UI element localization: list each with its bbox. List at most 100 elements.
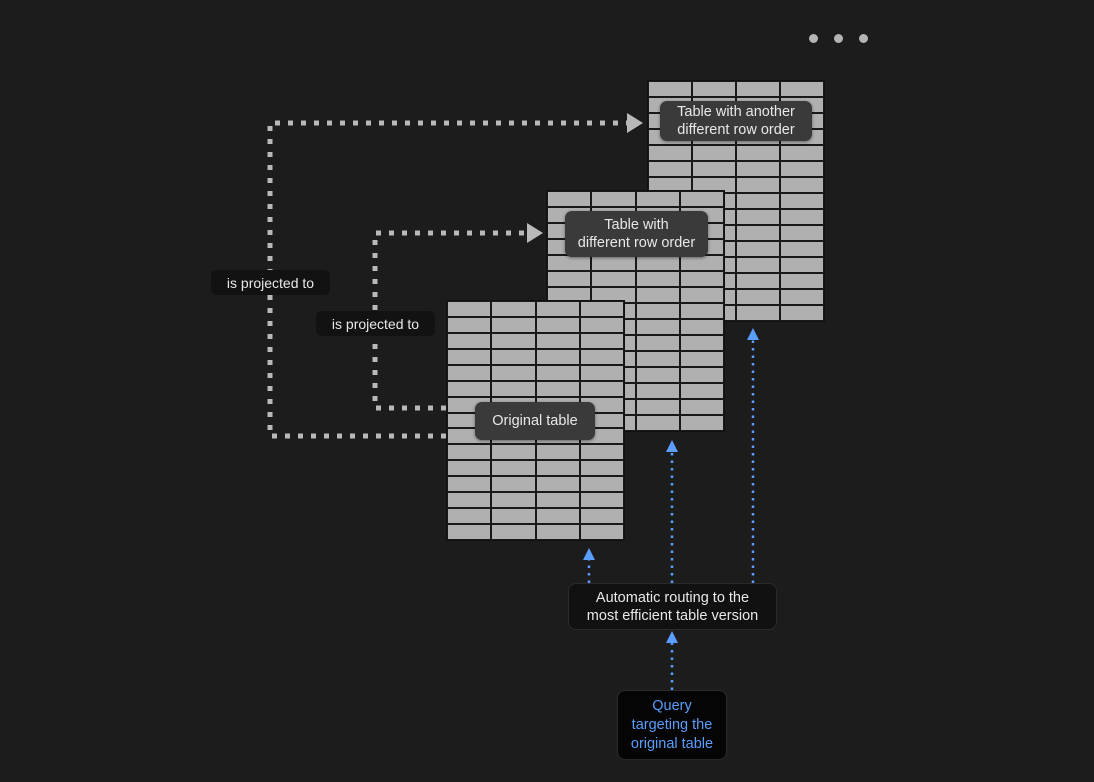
routing-arrow-to-original-table-arrowhead <box>583 548 595 560</box>
table-cell <box>535 444 580 461</box>
table-cell <box>780 177 824 193</box>
table-cell <box>780 273 824 289</box>
table-original-label: Original table <box>475 402 595 440</box>
table-cell <box>579 524 624 540</box>
table-cell <box>491 460 536 477</box>
table-cell <box>635 319 680 335</box>
table-cell <box>635 415 680 431</box>
table-cell <box>736 241 780 257</box>
table-cell <box>447 460 492 477</box>
table-cell <box>780 161 824 177</box>
table-cell <box>679 383 724 399</box>
table-cell <box>447 364 492 381</box>
query-arrow-arrowhead <box>666 631 678 643</box>
table-cell <box>491 444 536 461</box>
table-cell <box>679 367 724 383</box>
table-cell <box>579 301 624 317</box>
table-cell <box>780 241 824 257</box>
table-cell <box>535 460 580 477</box>
table-cell <box>491 492 536 509</box>
table-cell <box>579 460 624 477</box>
table-cell <box>679 399 724 415</box>
window-dot-2[interactable] <box>834 34 843 43</box>
query-node[interactable]: Query targeting the original table <box>617 690 727 760</box>
table-cell <box>491 332 536 349</box>
table-cell <box>736 193 780 209</box>
table-cell <box>447 332 492 349</box>
table-cell <box>579 476 624 493</box>
table-cell <box>736 289 780 305</box>
table-cell <box>491 508 536 525</box>
table-cell <box>679 415 724 431</box>
table-cell <box>535 476 580 493</box>
table-cell <box>447 508 492 525</box>
table-cell <box>648 81 692 97</box>
table-cell <box>579 332 624 349</box>
table-cell <box>679 255 724 271</box>
table-cell <box>535 380 580 397</box>
table-cell <box>780 81 824 97</box>
table-cell <box>679 287 724 303</box>
table-cell <box>679 303 724 319</box>
table-cell <box>579 492 624 509</box>
automatic-routing-note: Automatic routing to the most efficient … <box>568 583 777 630</box>
table-cell <box>579 316 624 333</box>
table-cell <box>679 319 724 335</box>
table-cell <box>535 348 580 365</box>
window-dot-1[interactable] <box>809 34 818 43</box>
table-cell <box>447 524 492 540</box>
table-cell <box>736 145 780 161</box>
table-cell <box>635 287 680 303</box>
table-cell <box>547 255 592 271</box>
table-cell <box>491 348 536 365</box>
table-cell <box>579 444 624 461</box>
table-cell <box>780 209 824 225</box>
table-cell <box>736 161 780 177</box>
table-cell <box>535 332 580 349</box>
table-cell <box>648 161 692 177</box>
table-cell <box>579 380 624 397</box>
table-cell <box>736 81 780 97</box>
table-cell <box>447 492 492 509</box>
table-cell <box>535 316 580 333</box>
table-cell <box>635 191 680 207</box>
table-cell <box>447 476 492 493</box>
table-cell <box>736 273 780 289</box>
table-cell <box>591 191 636 207</box>
table-cell <box>780 193 824 209</box>
edge-original-to-another-arrowhead <box>627 113 643 133</box>
table-cell <box>447 444 492 461</box>
table-cell <box>491 301 536 317</box>
routing-arrow-to-different-row-order-arrowhead <box>666 440 678 452</box>
table-cell <box>447 301 492 317</box>
table-cell <box>635 399 680 415</box>
table-cell <box>535 524 580 540</box>
table-cell <box>591 255 636 271</box>
table-cell <box>648 145 692 161</box>
table-cell <box>692 161 736 177</box>
table-cell <box>547 271 592 287</box>
window-controls <box>809 34 868 43</box>
table-cell <box>736 177 780 193</box>
table-cell <box>491 476 536 493</box>
table-cell <box>692 81 736 97</box>
window-dot-3[interactable] <box>859 34 868 43</box>
table-cell <box>491 316 536 333</box>
table-cell <box>491 364 536 381</box>
table-cell <box>679 271 724 287</box>
table-cell <box>491 524 536 540</box>
table-cell <box>635 383 680 399</box>
table-cell <box>679 351 724 367</box>
table-cell <box>679 191 724 207</box>
table-cell <box>535 508 580 525</box>
table-cell <box>491 380 536 397</box>
table-cell <box>447 348 492 365</box>
table-cell <box>679 335 724 351</box>
table-cell <box>579 508 624 525</box>
edge-original-to-different-arrowhead <box>527 223 543 243</box>
table-cell <box>535 301 580 317</box>
edge-original-to-different-label: is projected to <box>316 311 435 336</box>
table-cell <box>780 289 824 305</box>
table-cell <box>780 305 824 321</box>
table-cell <box>635 367 680 383</box>
